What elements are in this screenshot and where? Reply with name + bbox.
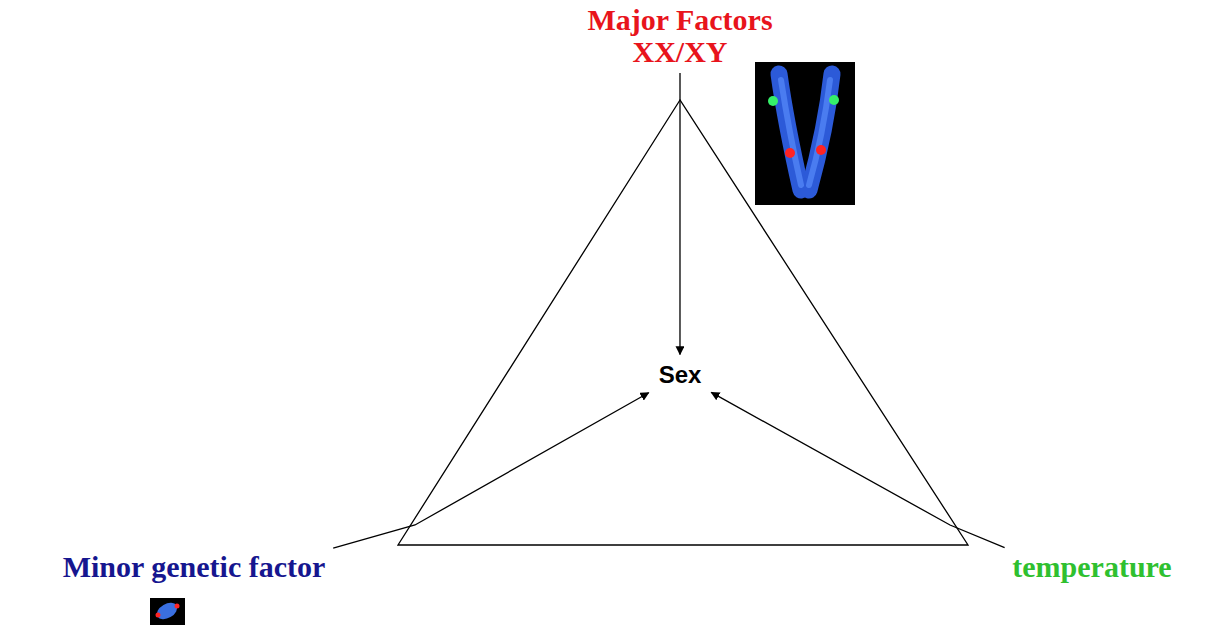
red-signal: [156, 613, 161, 618]
red-signal: [785, 148, 795, 158]
chromatid-highlight: [781, 80, 801, 185]
green-signal: [768, 96, 778, 106]
label-text: temperature: [1012, 551, 1171, 583]
influence-arrow: [333, 393, 648, 548]
influence-arrow: [679, 73, 680, 354]
edge-layer: [333, 73, 1004, 548]
red-signal: [175, 604, 180, 609]
small-chromosome: [154, 599, 180, 622]
factor-label: temperature: [1008, 549, 1175, 585]
micrograph-ground: [150, 598, 185, 625]
green-signal: [829, 95, 839, 105]
label-text: XX/XY: [587, 36, 772, 68]
micrograph-ground: [755, 62, 855, 205]
chromatid: [779, 74, 801, 190]
chromatid-highlight: [809, 80, 830, 185]
influence-arrow: [711, 392, 1004, 547]
label-text: Sex: [659, 362, 702, 387]
chromatid: [809, 74, 832, 190]
factor-label: Major FactorsXX/XY: [583, 2, 776, 69]
label-text: Minor genetic factor: [63, 551, 326, 583]
outcome-label: Sex: [655, 360, 706, 389]
triangle-outline: [398, 100, 968, 545]
factor-label: Minor genetic factor: [59, 549, 330, 585]
label-text: Major Factors: [587, 4, 772, 36]
red-signal: [816, 145, 826, 155]
